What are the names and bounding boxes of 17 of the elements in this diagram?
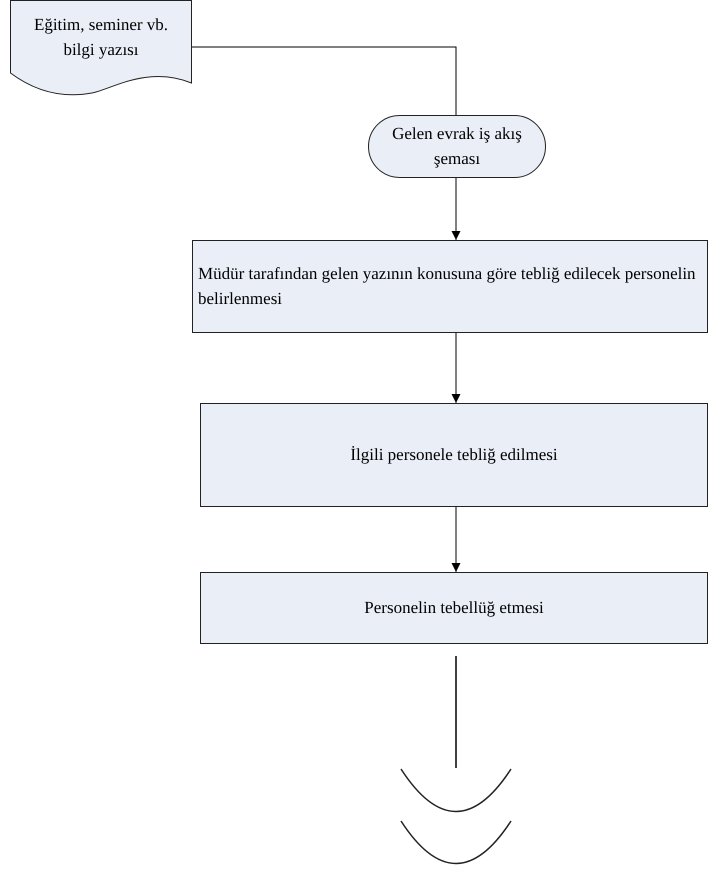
document-shape <box>10 0 192 95</box>
arc-symbol <box>400 768 512 812</box>
node-text: İlgili personele tebliğ edilmesi <box>350 444 558 466</box>
arrow <box>452 332 460 404</box>
process-box <box>192 240 708 333</box>
connector-line <box>455 656 457 768</box>
connector-line <box>192 46 456 116</box>
process-box <box>200 572 708 644</box>
node-text: Personelin tebellüğ etmesi <box>364 596 544 619</box>
node-text: Gelen evrak iş akış şeması <box>391 122 523 170</box>
node-text: Eğitim, seminer vb. bilgi yazısı <box>32 14 170 61</box>
process-box <box>200 403 708 507</box>
node-text: Müdür tarafından gelen yazının konusuna göre tebliğ edilecek personelin belirlenmesi <box>198 262 697 310</box>
arc-symbol <box>400 820 512 864</box>
terminator-shape <box>368 115 546 178</box>
arrow <box>452 178 460 240</box>
arrow <box>452 506 460 572</box>
